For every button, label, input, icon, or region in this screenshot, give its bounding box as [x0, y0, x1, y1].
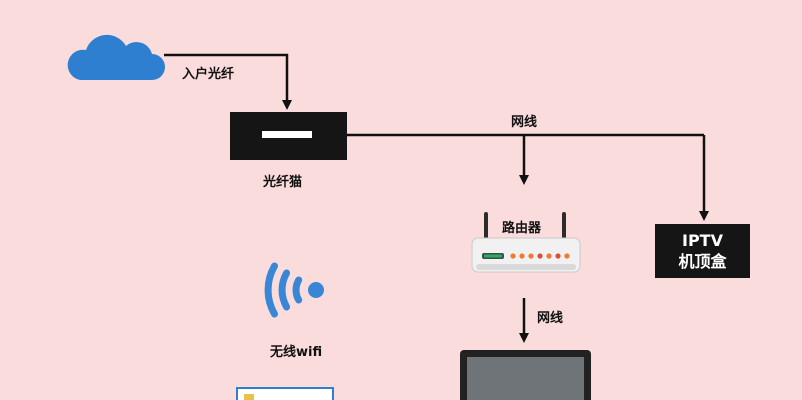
fiber-in-label: 入户光纤 [182, 67, 235, 82]
iptv-label-line2: 机顶盒 [678, 252, 727, 271]
cloud-icon [67, 34, 165, 80]
cable-bottom-label: 网线 [537, 311, 564, 326]
device-icon [236, 387, 334, 400]
monitor-icon [460, 350, 591, 400]
wifi-icon [264, 262, 324, 318]
wifi-label: 无线wifi [270, 345, 323, 360]
fiber-connector [164, 53, 292, 110]
router-icon [471, 212, 581, 273]
modem-label: 光纤猫 [263, 175, 303, 190]
iptv-label-line1: IPTV [682, 231, 723, 250]
cable-top-label: 网线 [511, 115, 538, 130]
cable-connector-top [347, 133, 709, 221]
modem-icon [230, 112, 347, 160]
iptv-box: IPTV 机顶盒 [655, 224, 750, 278]
router-label: 路由器 [502, 221, 542, 236]
